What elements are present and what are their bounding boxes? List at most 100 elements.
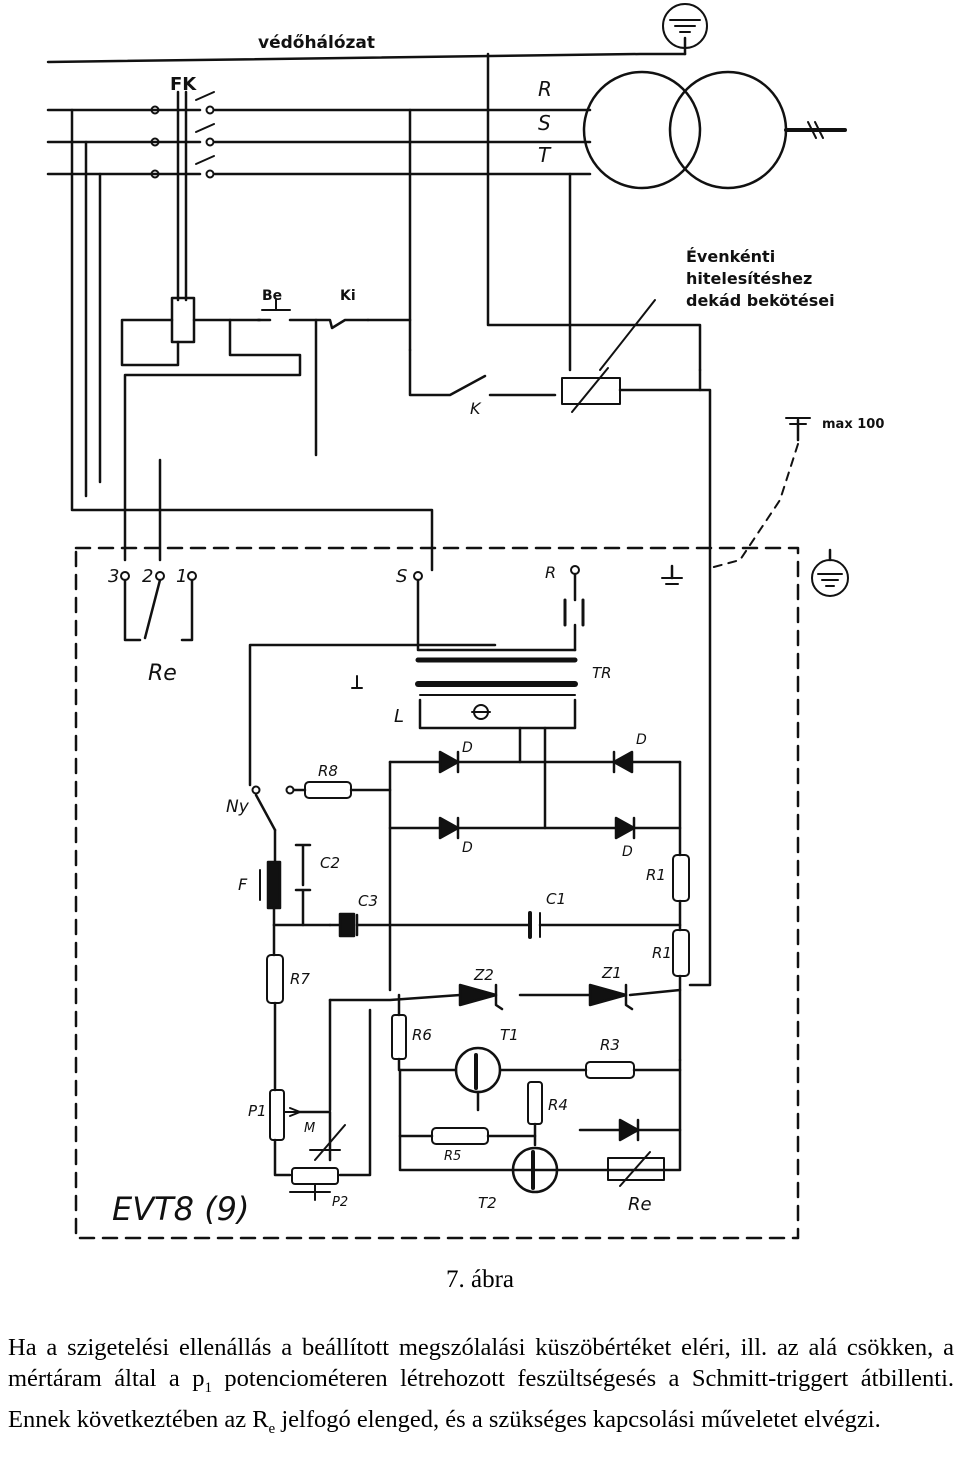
r6-label: R6 — [412, 1026, 432, 1044]
ny-label: Ny — [226, 797, 250, 817]
t2-transistor — [511, 1146, 559, 1194]
paragraph-part-3: jelfogó elenged, és a szükséges kapcsolá… — [275, 1405, 881, 1433]
coil-relay-top — [120, 296, 302, 562]
phase-lines — [46, 108, 592, 176]
f-component — [259, 860, 282, 927]
t1-label: T1 — [500, 1026, 519, 1044]
k-switch — [408, 348, 557, 397]
circuit-diagram: védőhálózat FK R S T Be Ki K Évenkénti h… — [46, 3, 884, 1240]
subscript-e: e — [268, 1420, 276, 1437]
d2-label: D — [636, 732, 647, 748]
transformer-symbol — [582, 70, 847, 190]
terminal-3-label: 3 — [108, 566, 119, 587]
figure-caption: 7. ábra — [445, 1266, 515, 1293]
diode-bottom — [578, 1118, 682, 1142]
d1-label: D — [462, 740, 473, 756]
terminal-s-label: S — [396, 566, 407, 587]
terminals-123 — [120, 571, 197, 642]
r5-resistor — [398, 1127, 537, 1145]
r8-resistor — [285, 781, 392, 799]
be-ki-buttons — [256, 299, 412, 457]
r1a-resistor — [672, 854, 690, 932]
max-ground-dashed — [709, 417, 811, 569]
f-label: F — [238, 875, 248, 894]
phase-r-label: R — [538, 77, 552, 101]
terminal-r-label: R — [545, 563, 556, 582]
zener-line — [328, 988, 682, 1112]
p2-label: P2 — [332, 1195, 348, 1210]
r7-resistor — [266, 923, 284, 1092]
diode-d3 — [438, 816, 460, 840]
terminal-ground — [661, 564, 683, 585]
d3-label: D — [462, 840, 473, 856]
max-label: max 100 — [822, 417, 884, 432]
diode-bridge — [388, 726, 682, 992]
fk-label: FK — [170, 74, 197, 95]
phase-s-label: S — [538, 111, 551, 135]
r7-label: R7 — [290, 970, 310, 988]
device-label: EVT8 (9) — [112, 1190, 250, 1228]
m-label: M — [304, 1121, 315, 1136]
c2-label: C2 — [320, 854, 340, 872]
r4-resistor — [527, 1081, 543, 1147]
diode-d1 — [438, 750, 460, 774]
r3-label: R3 — [600, 1036, 620, 1054]
fk-switch — [150, 90, 215, 302]
r3-resistor — [498, 1061, 682, 1079]
z1-label: Z1 — [601, 964, 622, 982]
device-boundary — [74, 546, 800, 1240]
terminal-1-label: 1 — [176, 566, 187, 587]
p1-label: P1 — [248, 1102, 267, 1120]
tr-transformer — [351, 657, 578, 730]
ki-label: Ki — [340, 288, 356, 304]
p2-potentiometer — [289, 1167, 339, 1201]
tr-label: TR — [592, 664, 612, 682]
r6-resistor — [338, 993, 682, 1177]
z2-label: Z2 — [473, 966, 494, 984]
protective-network-line — [46, 36, 687, 64]
paragraph-part-1: Ha a szigetelési ellenállás a beállított… — [8, 1334, 954, 1392]
diode-d2 — [612, 750, 634, 774]
ground-symbol-top — [662, 3, 708, 49]
l-label: L — [394, 706, 404, 727]
d4-label: D — [622, 844, 633, 860]
c2-capacitor — [272, 843, 332, 927]
re-left-label: Re — [148, 661, 177, 686]
c1-label: C1 — [546, 890, 566, 908]
r5-label: R5 — [444, 1149, 461, 1164]
m-meter — [298, 1110, 346, 1162]
annual-label-2: hitelesítéshez — [686, 269, 812, 288]
r1b-resistor — [672, 929, 690, 1062]
re-relay-coil — [607, 1151, 665, 1187]
c3-label: C3 — [358, 892, 378, 910]
r1b-label: R1 — [652, 944, 672, 962]
t2-label: T2 — [478, 1194, 497, 1212]
p1-potentiometer — [269, 1089, 301, 1177]
phase-t-label: T — [538, 143, 552, 167]
ny-switch — [251, 785, 277, 864]
decade-resistor — [561, 299, 702, 413]
subscript-1: 1 — [204, 1379, 212, 1396]
annual-label-1: Évenkénti — [686, 247, 775, 266]
supply-drops — [70, 52, 702, 572]
protective-network-label: védőhálózat — [258, 33, 375, 53]
zener-z2 — [458, 983, 504, 1011]
paragraph-part-2: potenciométeren létrehozott feszültséges… — [8, 1365, 955, 1433]
ground-symbol-right — [811, 548, 849, 597]
terminal-s — [413, 571, 577, 652]
body-paragraph: Ha a szigetelési ellenállás a beállított… — [8, 1332, 954, 1445]
zener-z1 — [588, 983, 634, 1011]
k-label: K — [470, 399, 482, 418]
re-bottom-label: Re — [628, 1194, 652, 1215]
primary-left-wire — [248, 643, 497, 787]
t1-transistor — [398, 1046, 502, 1112]
diode-d4 — [614, 816, 636, 840]
be-label: Be — [262, 288, 282, 304]
c1-capacitor — [388, 911, 682, 939]
terminal-2-label: 2 — [142, 566, 153, 587]
r8-label: R8 — [318, 762, 338, 780]
c3-capacitor — [328, 912, 392, 938]
r1a-label: R1 — [646, 866, 666, 884]
terminal-r — [563, 565, 585, 652]
